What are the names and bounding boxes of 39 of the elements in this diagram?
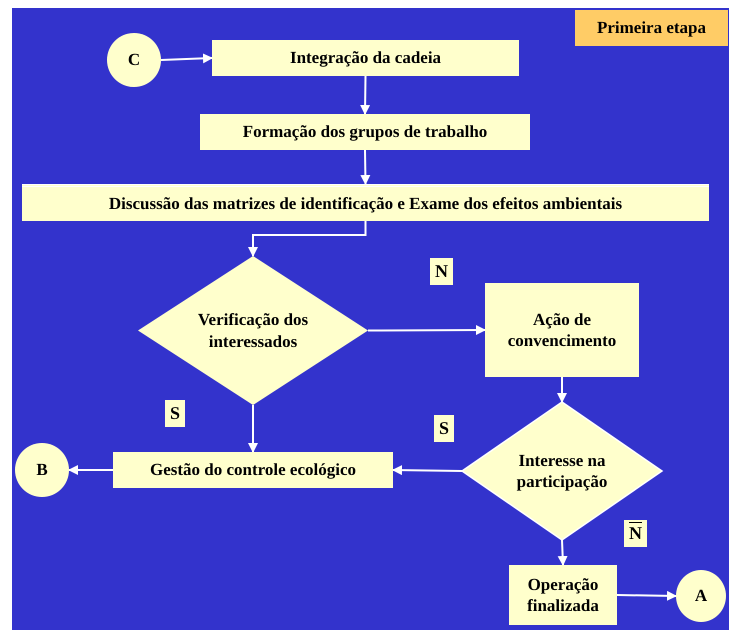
arrow [616,590,677,601]
stage-label-box [575,10,728,46]
process-box [212,40,519,76]
arrow [392,465,462,476]
arrow [68,465,113,475]
arrow [360,76,370,115]
connector-circle [676,570,726,622]
node-text: Primeira etapa [596,17,708,39]
process-box [485,283,639,377]
node-text: Integração da cadeia [288,47,442,69]
process-box [113,452,393,488]
branch-label: N [624,520,647,547]
node-text: Discussão das matrizes de identificação e Exame dos efeitos ambientais [108,193,624,215]
node-text: B [35,459,49,481]
node-text: Verificação dos interessados [196,309,310,352]
arrow [360,150,370,185]
arrow [368,325,486,336]
arrow [558,540,568,566]
process-box [22,184,709,221]
node-text: C [126,49,142,71]
node-text: Interesse na participação [516,450,608,492]
node-text: A [694,585,708,607]
arrow [248,405,258,453]
decision-diamond [462,402,662,540]
branch-label: S [165,400,186,427]
decision-diamond [138,256,368,405]
arrow [557,377,567,403]
node-text: Gestão do controle ecológico [148,459,357,481]
node-text: Ação de convencimento [506,308,618,352]
arrow [160,53,213,64]
connector-circle [15,443,69,497]
branch-label: S [434,415,454,442]
branch-label: N [430,258,453,285]
arrow [248,221,366,257]
connector-circle [107,33,161,87]
node-text: Operação finalizada [526,574,600,616]
process-box [509,565,617,625]
process-box [200,114,530,150]
node-text: Formação dos grupos de trabalho [242,121,488,143]
